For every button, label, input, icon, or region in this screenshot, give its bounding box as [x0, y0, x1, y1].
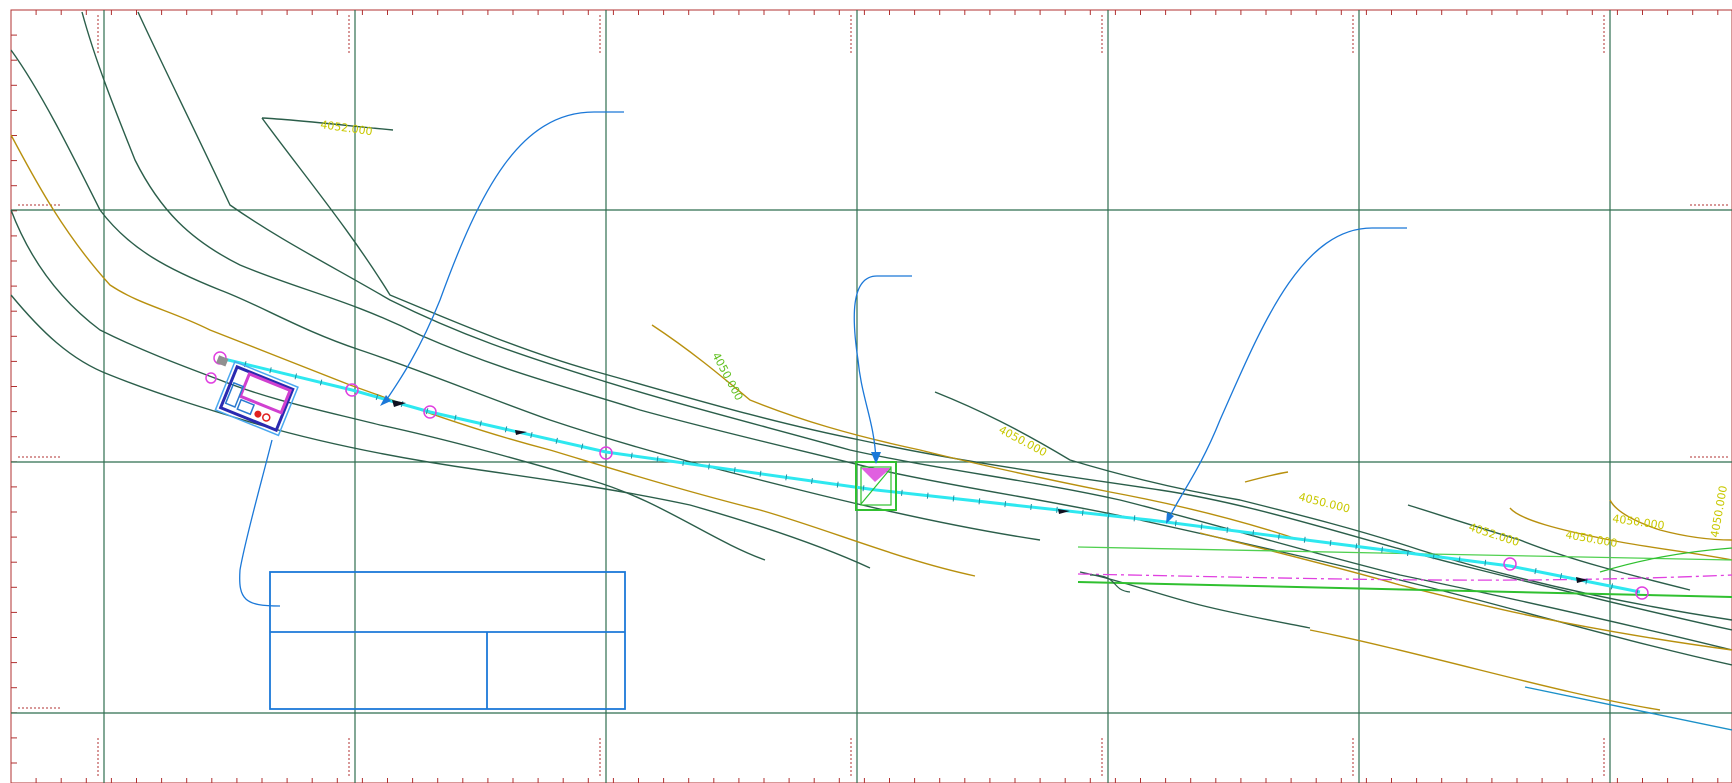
pipe-tick	[1458, 556, 1461, 563]
contour-label: 4050.000	[1708, 485, 1730, 539]
contour-label: 4052.000	[1467, 520, 1521, 549]
circle-icon	[1503, 557, 1517, 571]
contour-label: 4050.000	[1297, 490, 1351, 515]
frame-ticks	[10, 9, 1719, 783]
pipe-tick	[1226, 526, 1229, 533]
pipe-tick	[785, 474, 788, 481]
sewer-pipe	[219, 356, 1641, 595]
contour-labels: 4052.000 4050.000 4050.000 4050.000 4052…	[320, 118, 1730, 550]
pipe-tick	[1200, 523, 1203, 530]
callout-leaders	[239, 111, 1407, 607]
pipe-tick	[733, 467, 736, 474]
sheet-frame	[10, 9, 1732, 783]
pipe-tick	[926, 492, 929, 499]
pipe-tick	[530, 432, 533, 439]
pipe-tick	[811, 477, 813, 485]
inlet-box-icon	[855, 461, 897, 511]
pipe-tick	[1432, 553, 1435, 560]
pipe-tick	[952, 495, 955, 502]
circle-icon	[423, 405, 437, 419]
pipe-tick	[319, 379, 323, 386]
pipe-tick	[454, 414, 457, 421]
pipe-tick	[555, 437, 558, 444]
pipe-tick	[1534, 568, 1537, 575]
pipe-tick	[504, 426, 508, 433]
pipe-tick	[1174, 520, 1177, 527]
contour-label: 4050.000	[1612, 512, 1666, 532]
pipe-tick	[269, 367, 272, 374]
pipe-tick	[479, 420, 482, 427]
facility-structure	[214, 355, 299, 437]
pipe-tick	[1610, 583, 1614, 590]
pipe-tick	[1559, 573, 1563, 580]
pipe-tick	[708, 463, 710, 470]
pipe-tick	[294, 373, 297, 380]
circle-icon	[345, 383, 359, 397]
pipe-tick	[1484, 559, 1487, 566]
pipe-tick	[862, 485, 865, 492]
pipe-tick	[1252, 530, 1255, 537]
arrowhead-icon	[515, 430, 527, 435]
pipe-tick	[978, 498, 981, 505]
pipe-tick	[682, 459, 685, 466]
contour-lines	[10, 11, 1732, 711]
pipe-tick	[375, 394, 379, 401]
pipe-tick	[1585, 578, 1588, 585]
contour-label: 4050.000	[997, 423, 1049, 459]
pipe-tick	[1107, 512, 1110, 519]
arrowhead-icon	[392, 400, 406, 407]
contour-label: 4052.000	[320, 118, 374, 138]
circle-icon	[1635, 586, 1649, 600]
pipe-tick	[1355, 543, 1358, 550]
pipe-tick	[1407, 549, 1409, 556]
circle-icon	[205, 372, 217, 384]
pipe-tick	[580, 443, 584, 450]
pipe-tick	[1381, 546, 1383, 553]
pipe-tick	[656, 456, 659, 463]
pipe-tick	[1081, 509, 1084, 516]
pipe-tick	[1030, 503, 1032, 511]
pipe-tick	[1056, 506, 1058, 513]
pipe-tick	[425, 408, 429, 415]
pipe-tick	[1004, 501, 1007, 508]
pipe-tick	[1133, 515, 1136, 522]
pipe-tick	[630, 452, 633, 459]
pipe-tick	[1329, 540, 1332, 547]
manholes	[205, 351, 1649, 600]
label-block	[269, 571, 626, 710]
pipe-tick	[1278, 533, 1280, 540]
pipe-tick	[759, 470, 762, 477]
arrowhead-icon	[1576, 577, 1588, 583]
pipe-line	[219, 356, 1641, 594]
coordinate-grid	[11, 10, 1732, 783]
road-edges	[1077, 546, 1732, 731]
contour-label: 4050.000	[709, 350, 745, 402]
pipe-tick	[1303, 536, 1306, 543]
circle-icon	[599, 446, 613, 460]
pipe-tick	[836, 481, 839, 488]
arrowhead-icon	[1058, 509, 1070, 514]
pipe-tick	[901, 489, 903, 496]
grid-coordinate-marks	[18, 15, 1730, 778]
pipe-stationing-ticks	[244, 361, 1639, 595]
